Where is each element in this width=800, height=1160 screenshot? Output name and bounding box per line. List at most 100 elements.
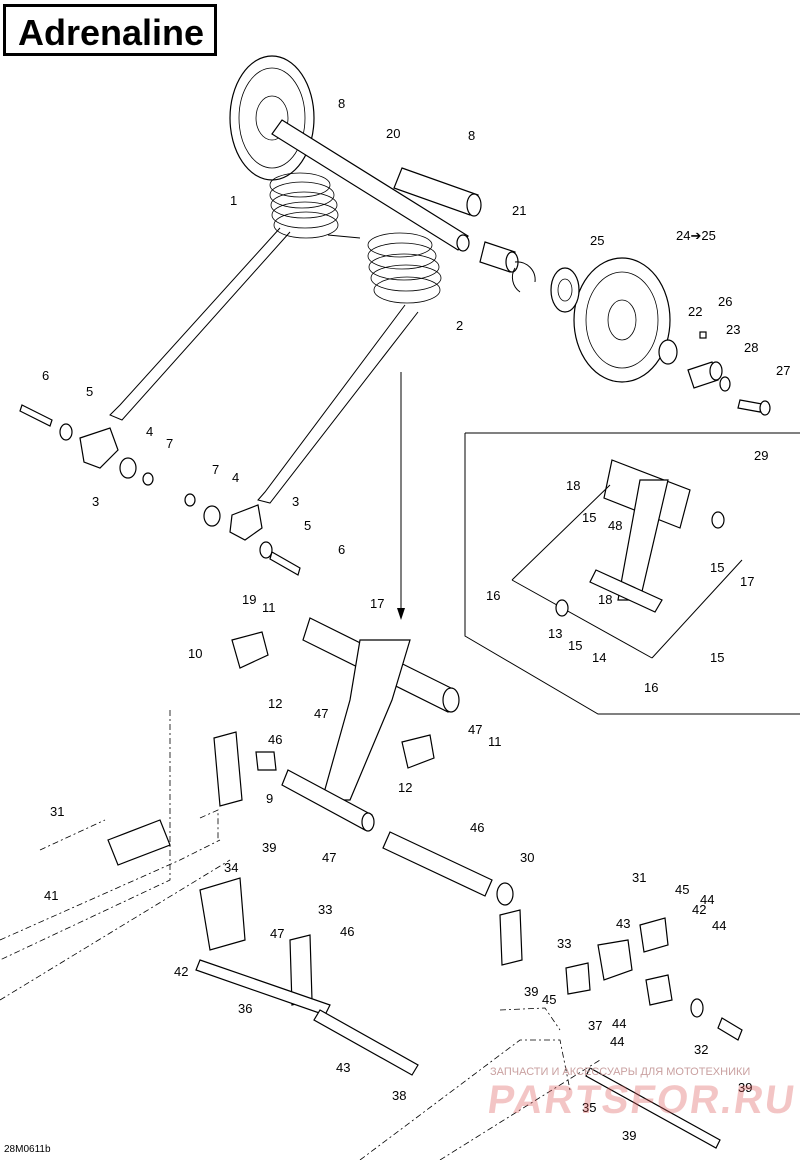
callout-label: 20 xyxy=(386,126,400,141)
spacer-21 xyxy=(479,241,536,293)
callout-label: 40 xyxy=(0,0,14,3)
callout-label: 42 xyxy=(692,902,706,917)
callout-label: 9 xyxy=(266,791,273,806)
callout-label: 25 xyxy=(590,233,604,248)
spring-2 xyxy=(257,232,442,504)
callout-label: 1 xyxy=(230,193,237,208)
callout-label: 30 xyxy=(520,850,534,865)
callout-label: 47 xyxy=(270,926,284,941)
block-10 xyxy=(231,631,269,669)
callout-label: 43 xyxy=(616,916,630,931)
callout-label: 36 xyxy=(238,1001,252,1016)
callout-label: 48 xyxy=(608,518,622,533)
callout-label: 38 xyxy=(392,1088,406,1103)
callout-label: 44 xyxy=(612,1016,626,1031)
callout-label: 22 xyxy=(688,304,702,319)
callout-label: 8 xyxy=(338,96,345,111)
callout-label: 5 xyxy=(304,518,311,533)
callout-label: 17 xyxy=(740,574,754,589)
callout-label: 18 xyxy=(566,478,580,493)
callout-label: 28 xyxy=(744,340,758,355)
callout-label: 6 xyxy=(338,542,345,557)
washer-28 xyxy=(719,376,731,392)
callout-label: 3 xyxy=(92,494,99,509)
callout-label: 14 xyxy=(592,650,606,665)
spacer-31-upper xyxy=(255,751,277,771)
callout-label: 15 xyxy=(568,638,582,653)
callout-label: 44 xyxy=(610,1034,624,1049)
callout-label: 39 xyxy=(738,1080,752,1095)
diagram-title: Adrenaline xyxy=(18,12,205,53)
callout-label: 10 xyxy=(188,646,202,661)
callout-label: 35 xyxy=(582,1100,596,1115)
callout-label: 31 xyxy=(50,804,64,819)
callout-label: 27 xyxy=(776,363,790,378)
arrow-down xyxy=(397,372,405,620)
callout-label: 11 xyxy=(488,734,502,749)
callout-label: 6 xyxy=(42,368,49,383)
callout-label: 15 xyxy=(582,510,596,525)
callout-label: 16 xyxy=(644,680,658,695)
callout-label: 47 xyxy=(314,706,328,721)
callout-label: 18 xyxy=(598,592,612,607)
sleeve-8 xyxy=(393,167,482,217)
callout-label: 19 xyxy=(242,592,256,607)
callout-label: 42 xyxy=(174,964,188,979)
callout-label: 43 xyxy=(336,1060,350,1075)
title-box: Adrenaline xyxy=(3,4,217,56)
callout-label: 29 xyxy=(754,448,768,463)
callout-label: 32 xyxy=(694,1042,708,1057)
bearing-25 xyxy=(550,267,580,313)
callout-label: 41 xyxy=(44,888,58,903)
callout-label: 37 xyxy=(588,1018,602,1033)
callout-label: 15 xyxy=(710,650,724,665)
spring-1 xyxy=(109,172,361,421)
swing-arm-19 xyxy=(281,617,460,832)
callout-label: 33 xyxy=(318,902,332,917)
callout-label: 45 xyxy=(542,992,556,1007)
callout-label: 12 xyxy=(268,696,282,711)
inset-box xyxy=(464,432,800,715)
callout-label: 11 xyxy=(262,600,276,615)
block-9 xyxy=(401,734,435,769)
callout-label: 44 xyxy=(700,892,714,907)
callout-label: 24➔25 xyxy=(676,228,716,243)
callout-label: 4 xyxy=(146,424,153,439)
callout-label: 7 xyxy=(166,436,173,451)
callout-label: 39 xyxy=(622,1128,636,1143)
callout-label: 34 xyxy=(224,860,238,875)
callout-label: 7 xyxy=(212,462,219,477)
callout-label: 23 xyxy=(726,322,740,337)
callout-label: 13 xyxy=(548,626,562,641)
watermark-logo: PARTSFOR.RU xyxy=(484,1078,800,1122)
callout-label: 47 xyxy=(468,722,482,737)
callout-label: 3 xyxy=(292,494,299,509)
shaft-30 xyxy=(382,831,514,906)
callout-label: 31 xyxy=(632,870,646,885)
callout-label: 46 xyxy=(340,924,354,939)
callout-label: 17 xyxy=(370,596,384,611)
callout-label: 47 xyxy=(322,850,336,865)
block-42 xyxy=(565,917,669,995)
callout-label: 4 xyxy=(232,470,239,485)
callout-label: 39 xyxy=(524,984,538,999)
frame-members xyxy=(107,731,721,1149)
callout-label: 45 xyxy=(675,882,689,897)
block-34 xyxy=(597,939,633,981)
nut-26 xyxy=(699,331,707,339)
callout-label: 26 xyxy=(718,294,732,309)
left-idler-wheel xyxy=(229,55,315,181)
callout-label: 15 xyxy=(710,560,724,575)
callout-label: 46 xyxy=(268,732,282,747)
right-idler-wheel xyxy=(573,257,671,383)
callout-label: 46 xyxy=(470,820,484,835)
spacer-23 xyxy=(687,361,723,389)
callout-label: 2 xyxy=(456,318,463,333)
frame-outline xyxy=(0,710,601,1160)
callout-label: 8 xyxy=(468,128,475,143)
watermark-caption: ЗАПЧАСТИ И АКСЕССУАРЫ ДЛЯ МОТОТЕХНИКИ xyxy=(490,1066,751,1078)
left-bracket-3 xyxy=(19,404,154,486)
